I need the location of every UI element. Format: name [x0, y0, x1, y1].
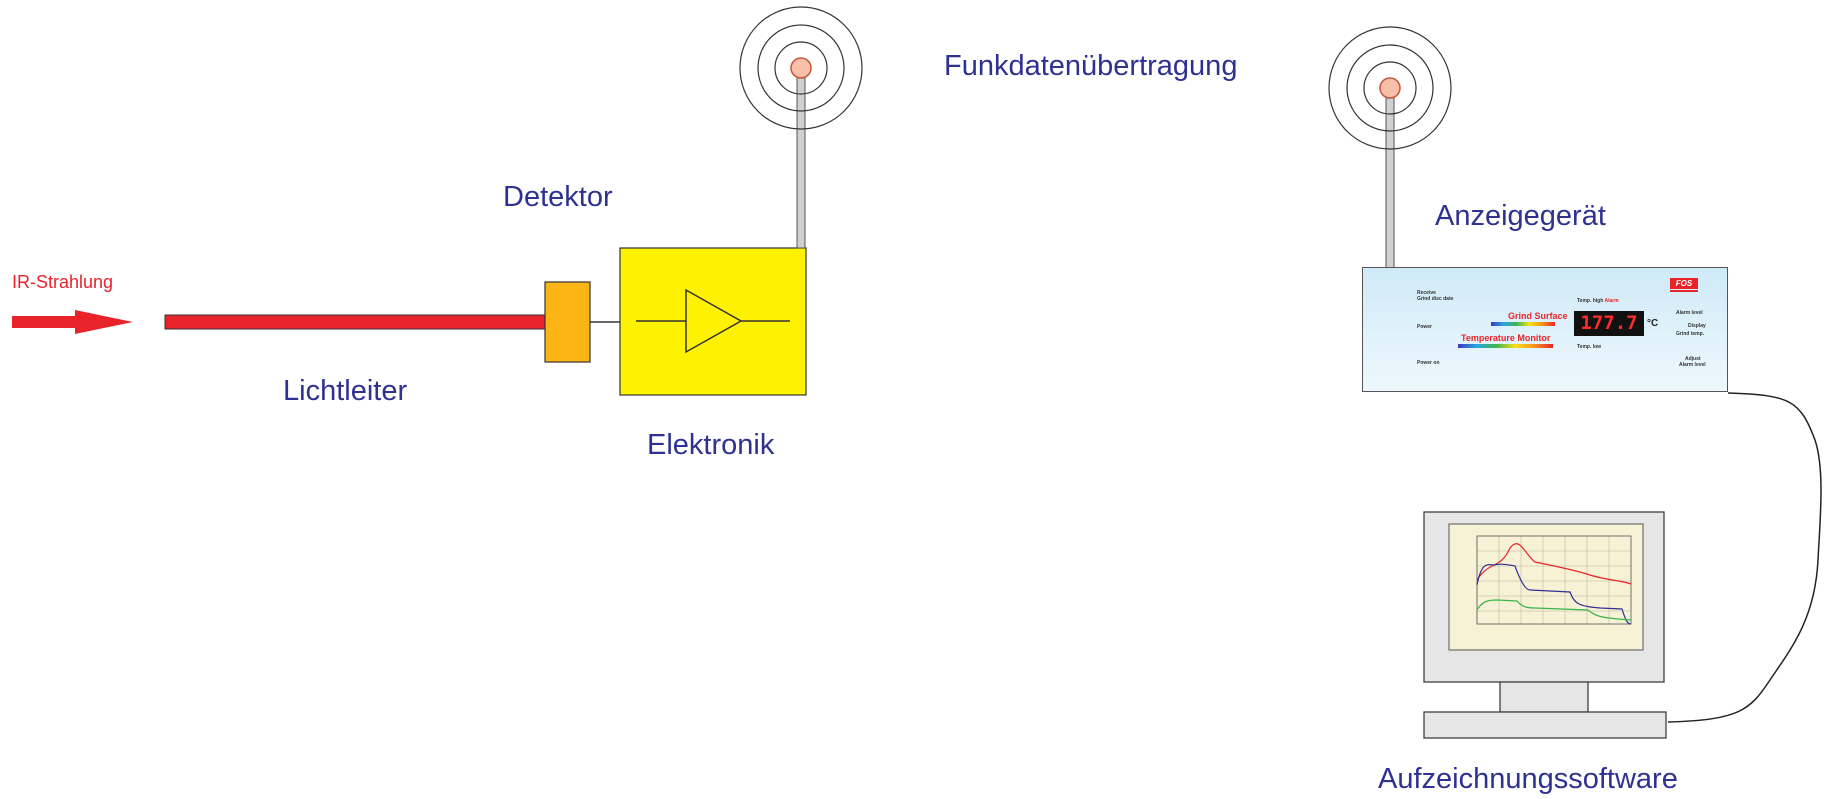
- gradient-bar: [1458, 344, 1553, 348]
- gradient-bar: [1491, 322, 1555, 326]
- elektronik-label: Elektronik: [647, 429, 775, 461]
- lichtleiter-label: Lichtleiter: [283, 375, 408, 407]
- unit-label: °C: [1647, 318, 1659, 329]
- detector-block: [544, 281, 591, 363]
- power-label: Power: [1417, 324, 1433, 330]
- display-device: Receive Grind disc date Power Power on G…: [1362, 267, 1728, 392]
- antenna-icon: [739, 6, 863, 249]
- aufzeichnung-label: Aufzeichnungssoftware: [1378, 763, 1678, 795]
- fos-logo-underline: [1670, 290, 1698, 292]
- temperature-monitor-title: Temperature Monitor: [1461, 333, 1551, 343]
- grind-disc-date-label: Grind disc date: [1417, 296, 1454, 302]
- funkdaten-label: Funkdatenübertragung: [944, 50, 1238, 82]
- temp-high-label: Temp. high Alarm: [1577, 298, 1619, 304]
- computer-icon: [1423, 511, 1667, 739]
- grind-surface-title: Grind Surface: [1508, 311, 1568, 321]
- display-label: Display: [1688, 323, 1706, 329]
- power-on-label: Power on: [1417, 360, 1440, 366]
- antenna-icon: [1328, 26, 1452, 269]
- receive-label: Receive: [1417, 290, 1436, 296]
- ir-strahlung-label: IR-Strahlung: [12, 272, 114, 292]
- detektor-label: Detektor: [503, 181, 613, 213]
- fos-logo: FOS: [1670, 278, 1698, 289]
- alarm-level-label: Alarm level: [1676, 310, 1703, 316]
- amplifier-icon: [636, 288, 790, 354]
- adjust-label: Adjust: [1685, 356, 1701, 362]
- light-guide: [164, 314, 546, 330]
- cable: [1667, 392, 1822, 723]
- anzeigegeraet-label: Anzeigegerät: [1435, 200, 1606, 232]
- temp-low-label: Temp. low: [1577, 344, 1602, 350]
- alarm-level-adjust-label: Alarm level: [1679, 362, 1706, 368]
- ir-arrow-icon: [12, 310, 133, 334]
- grind-temp-label: Grind temp.: [1676, 331, 1705, 337]
- temperature-readout: 177.7: [1574, 311, 1644, 336]
